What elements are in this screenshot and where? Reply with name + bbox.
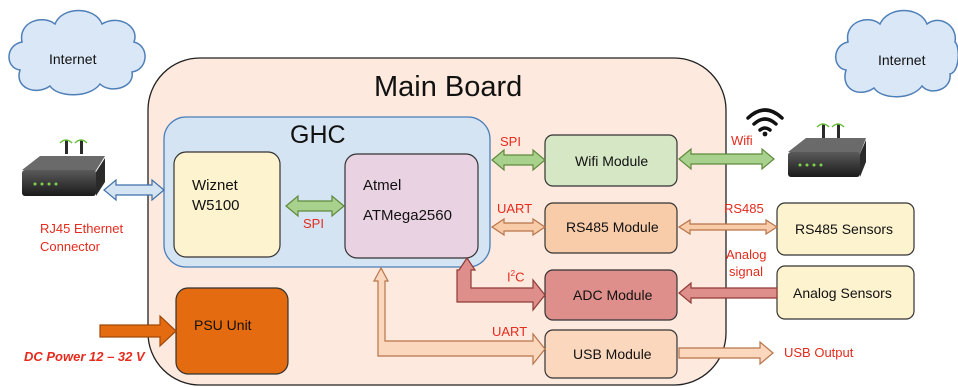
arrow-ethernet [103, 178, 165, 202]
wiznet-box [173, 151, 281, 258]
wifi-label: Wifi [731, 133, 753, 148]
analog-signal-label-line1: Analog [726, 247, 767, 262]
ghc-title: GHC [290, 121, 346, 149]
internet-right-label: Internet [878, 52, 926, 68]
rs485-label: RS485 [724, 201, 764, 216]
analog-sensors-label: Analog Sensors [793, 285, 892, 301]
arrow-analog-adc [678, 281, 778, 305]
uart-rs485-label: UART [497, 201, 533, 216]
usb-output-label: USB Output [784, 345, 854, 360]
wifi-signal-icon [746, 108, 784, 137]
atmel-box [344, 153, 479, 259]
spi-wifi-label: SPI [500, 134, 521, 149]
analog-signal-label-line2: signal [729, 264, 763, 279]
usb-module-box [544, 329, 678, 379]
internet-cloud-left [8, 9, 146, 96]
rs485-sensors-box [776, 202, 915, 256]
arrow-uart-rs485 [490, 217, 547, 237]
internet-left-label: Internet [49, 51, 97, 67]
wiznet-label-line1: Wiznet [192, 177, 238, 194]
psu-label: PSU Unit [194, 317, 252, 333]
arrow-spi-inner [285, 194, 345, 218]
wiznet-label-line2: W5100 [192, 197, 240, 214]
arrow-wifi-router [678, 147, 775, 171]
i2c-label: I2C [507, 269, 525, 285]
router-left-icon [22, 139, 105, 196]
arrow-spi-wifi [491, 148, 546, 172]
atmel-label-line2: ATMega2560 [363, 207, 452, 224]
uart-usb-label: UART [492, 324, 528, 339]
router-right-icon [788, 123, 866, 177]
spi-inner-label: SPI [303, 216, 324, 231]
rs485-sensors-label: RS485 Sensors [795, 221, 894, 237]
atmel-label-line1: Atmel [363, 177, 402, 194]
arrow-dc-power [99, 314, 177, 348]
rs485-module-label: RS485 Module [566, 219, 659, 235]
rj45-label-line1: RJ45 Ethernet [40, 221, 124, 236]
rj45-label-line2: Connector [40, 239, 100, 254]
main-board-title: Main Board [374, 71, 523, 103]
arrow-rs485-sensors [677, 218, 779, 236]
usb-module-label: USB Module [573, 346, 652, 362]
internet-cloud-right [835, 9, 958, 98]
arrow-uart-usb [372, 266, 546, 366]
adc-module-label: ADC Module [573, 287, 653, 303]
arrow-i2c [456, 256, 546, 312]
rs485-module-box [544, 202, 678, 254]
arrow-usb-output [678, 340, 774, 366]
wifi-module-label: Wifi Module [575, 153, 649, 169]
dc-power-label: DC Power 12 – 32 V [24, 349, 145, 364]
